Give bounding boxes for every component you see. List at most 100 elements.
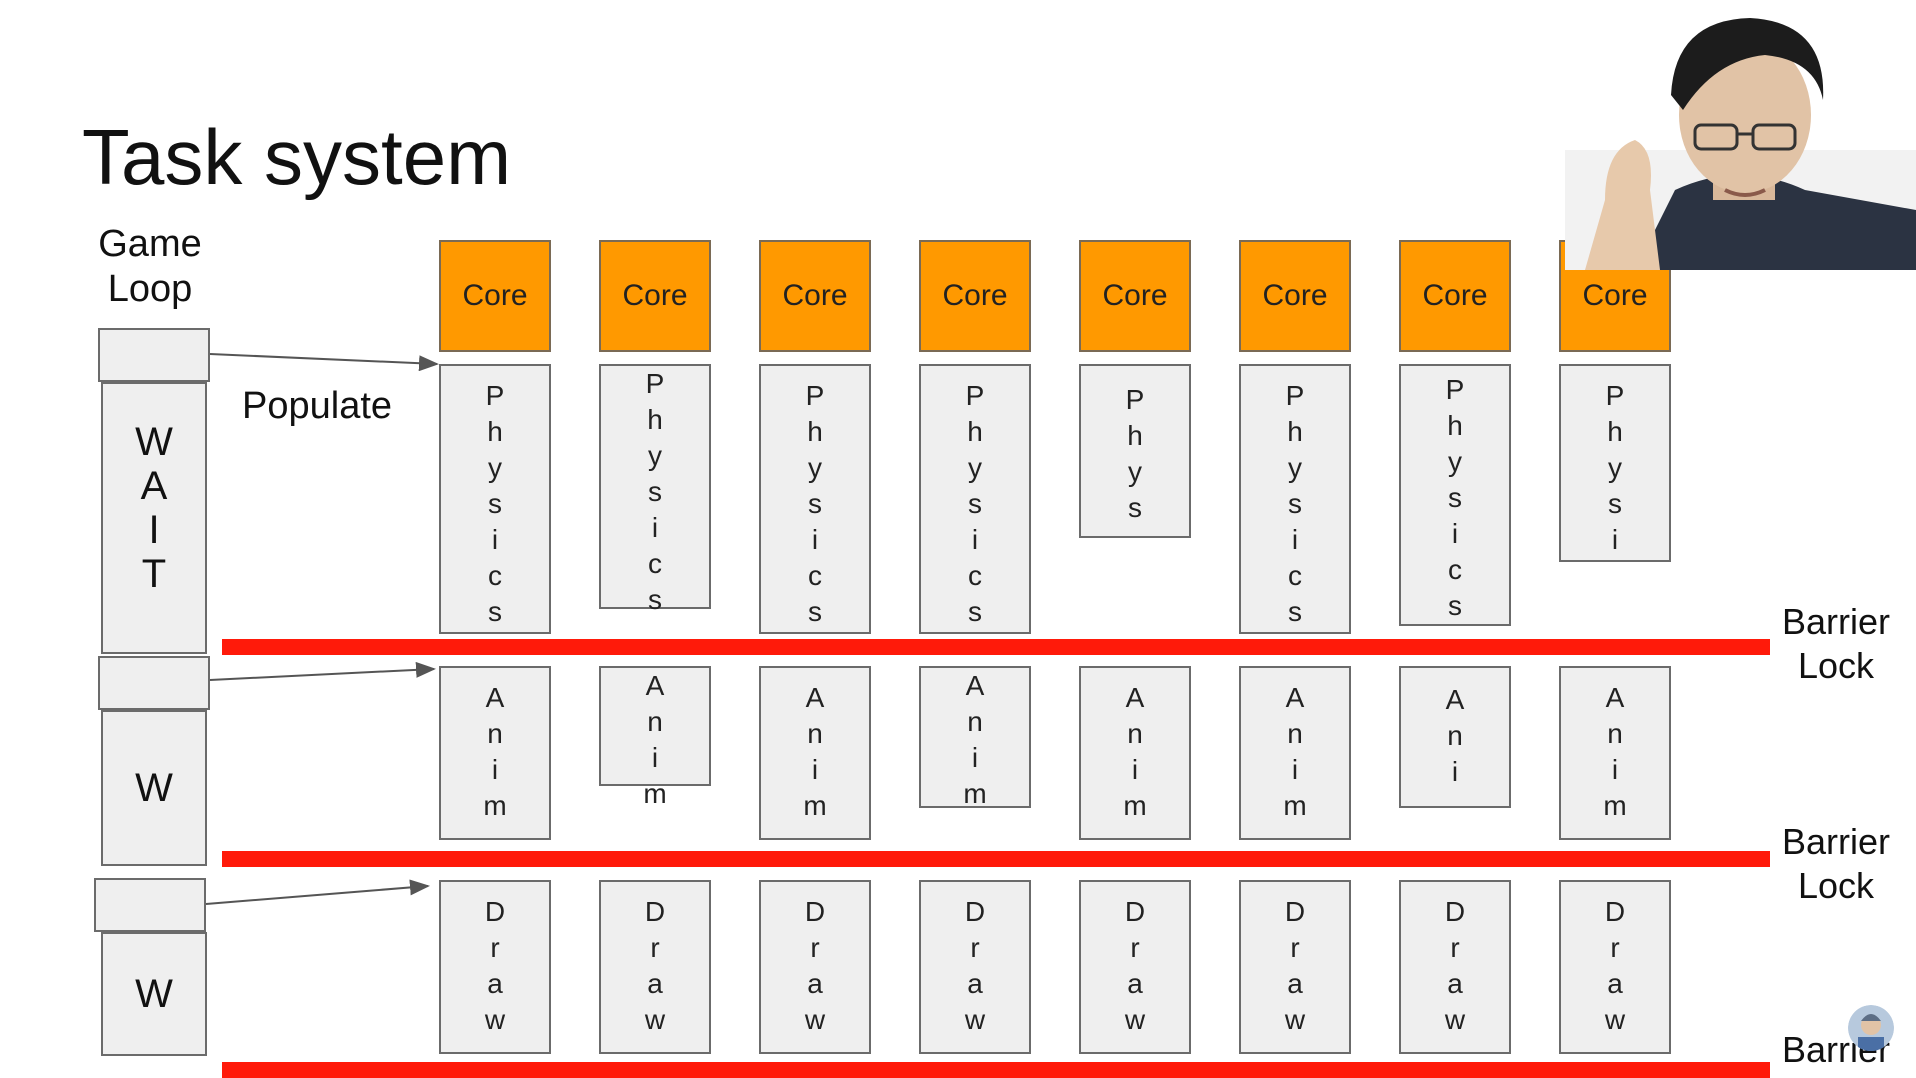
- barrier-lock-label-line: Lock: [1797, 645, 1875, 686]
- anim-letter: i: [1611, 754, 1619, 785]
- physics-letter: y: [968, 452, 982, 483]
- physics-letter: c: [1448, 554, 1462, 585]
- anim-letter: A: [485, 682, 505, 713]
- core-box: Core: [439, 240, 551, 352]
- anim-letter: m: [963, 778, 987, 809]
- barrier-lock-label-line: Barrier: [1781, 821, 1891, 862]
- presenter-avatar-icon: [1848, 1005, 1894, 1051]
- draw-letter: D: [484, 896, 506, 927]
- barrier-lock-label-line: Barrier: [1781, 601, 1891, 642]
- populate-trigger-box: [98, 656, 210, 710]
- physics-letter: h: [967, 416, 983, 447]
- draw-letter: a: [967, 968, 983, 999]
- anim-letter: m: [483, 790, 507, 821]
- draw-letter: a: [1607, 968, 1623, 999]
- anim-letter: n: [1607, 718, 1623, 749]
- draw-letter: D: [964, 896, 986, 927]
- wait-letter: W: [135, 420, 173, 464]
- draw-letter: w: [1124, 1004, 1146, 1035]
- draw-letter: D: [1444, 896, 1466, 927]
- game-loop-label-line: Game: [98, 223, 202, 265]
- barrier-lock-bar: [222, 851, 1770, 867]
- game-loop-label-line: Loop: [107, 268, 193, 310]
- physics-letter: i: [1291, 524, 1299, 555]
- physics-letter: h: [1127, 420, 1143, 451]
- draw-letter: r: [650, 932, 660, 963]
- physics-letter: s: [1448, 482, 1462, 513]
- physics-letter: s: [488, 596, 502, 627]
- draw-letter: a: [807, 968, 823, 999]
- physics-letter: s: [1608, 488, 1622, 519]
- physics-letter: s: [968, 488, 982, 519]
- draw-letter: w: [1604, 1004, 1626, 1035]
- anim-letter: i: [1131, 754, 1139, 785]
- anim-letter: A: [805, 682, 825, 713]
- anim-letter: m: [643, 778, 667, 809]
- physics-letter: y: [648, 440, 662, 471]
- anim-letter: A: [965, 670, 985, 701]
- physics-letter: s: [1448, 590, 1462, 621]
- core-box: Core: [599, 240, 711, 352]
- physics-letter: y: [1288, 452, 1302, 483]
- slide-title: Task system: [82, 113, 512, 201]
- physics-letter: s: [1288, 488, 1302, 519]
- anim-letter: A: [1605, 682, 1625, 713]
- barrier-lock-bar: [222, 639, 1770, 655]
- draw-letter: D: [804, 896, 826, 927]
- draw-letter: D: [1604, 896, 1626, 927]
- presenter-webcam: [1565, 0, 1916, 270]
- wait-letter: A: [140, 464, 168, 508]
- physics-letter: s: [808, 488, 822, 519]
- physics-letter: h: [1447, 410, 1463, 441]
- physics-letter: s: [1128, 492, 1142, 523]
- physics-letter: i: [811, 524, 819, 555]
- wait-letter: I: [148, 508, 160, 552]
- draw-letter: w: [1444, 1004, 1466, 1035]
- draw-letter: w: [484, 1004, 506, 1035]
- anim-letter: n: [647, 706, 663, 737]
- physics-letter: c: [1288, 560, 1302, 591]
- wait-block: W: [101, 932, 207, 1056]
- physics-letter: P: [805, 380, 825, 411]
- wait-letter: W: [135, 766, 173, 810]
- physics-letter: i: [971, 524, 979, 555]
- anim-letter: i: [491, 754, 499, 785]
- physics-letter: P: [1125, 384, 1145, 415]
- physics-letter: y: [808, 452, 822, 483]
- draw-letter: a: [1447, 968, 1463, 999]
- physics-letter: s: [648, 476, 662, 507]
- anim-letter: n: [487, 718, 503, 749]
- physics-letter: i: [1451, 518, 1459, 549]
- physics-letter: h: [1607, 416, 1623, 447]
- core-box: Core: [1399, 240, 1511, 352]
- draw-letter: a: [487, 968, 503, 999]
- anim-letter: i: [1291, 754, 1299, 785]
- core-box: Core: [1239, 240, 1351, 352]
- anim-letter: i: [651, 742, 659, 773]
- anim-letter: i: [971, 742, 979, 773]
- physics-letter: P: [965, 380, 985, 411]
- physics-letter: P: [645, 368, 665, 399]
- anim-letter: i: [1451, 756, 1459, 787]
- draw-letter: a: [1287, 968, 1303, 999]
- physics-letter: y: [1608, 452, 1622, 483]
- physics-letter: c: [488, 560, 502, 591]
- anim-letter: m: [1603, 790, 1627, 821]
- physics-letter: P: [485, 380, 505, 411]
- populate-arrow: [209, 353, 439, 372]
